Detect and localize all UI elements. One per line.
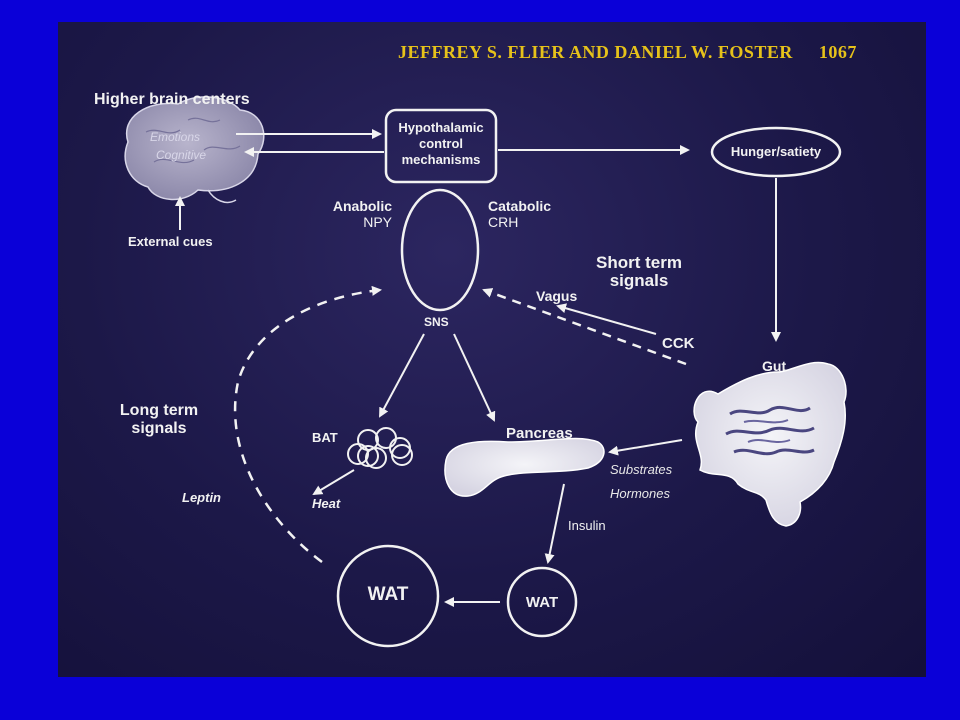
gut-label: Gut xyxy=(762,358,787,374)
header-page-number: 1067 xyxy=(818,42,857,62)
short-term-line-1: Short term xyxy=(596,253,682,272)
crh-label: CRH xyxy=(488,214,519,230)
bat-label: BAT xyxy=(312,430,338,445)
pancreas-label: Pancreas xyxy=(506,425,573,442)
arrow-sns-to-pancreas xyxy=(453,333,496,422)
hunger-satiety-label: Hunger/satiety xyxy=(730,144,822,159)
short-term-signals-label: Short term signals xyxy=(594,254,684,290)
diagram-slide: JEFFREY S. FLIER AND DANIEL W. FOSTER 106… xyxy=(58,22,926,677)
arrow-gut-to-pancreas xyxy=(608,439,683,456)
leptin-label: Leptin xyxy=(182,490,221,505)
arrow-pancreas-to-wat xyxy=(544,483,565,564)
hypothalamic-label: Hypothalamic control mechanisms xyxy=(386,120,496,168)
arrow-cck-dashed xyxy=(482,288,687,366)
substrates-label: Substrates xyxy=(610,462,673,477)
long-term-signals-label: Long term signals xyxy=(104,402,214,438)
header-authors: JEFFREY S. FLIER AND DANIEL W. FOSTER xyxy=(398,42,793,62)
hypothalamic-line-3: mechanisms xyxy=(401,152,481,167)
hypothalamic-box xyxy=(384,108,498,184)
higher-brain-centers-label: Higher brain centers xyxy=(94,91,250,108)
vagus-label: Vagus xyxy=(536,288,578,304)
cck-label: CCK xyxy=(662,335,695,352)
brain-emotions-label: Emotions xyxy=(150,130,201,144)
external-cues-label: External cues xyxy=(128,234,213,249)
arrow-bat-to-heat xyxy=(312,469,355,496)
hypothalamus-ellipse xyxy=(400,188,480,312)
arrow-cck-to-vagus xyxy=(556,303,657,335)
heat-label: Heat xyxy=(312,496,341,511)
wat-small-label: WAT xyxy=(525,594,559,611)
hormones-label: Hormones xyxy=(610,486,670,501)
insulin-label: Insulin xyxy=(568,518,606,533)
diagram-graphics xyxy=(124,96,847,648)
hypothalamic-line-1: Hypothalamic xyxy=(398,120,484,135)
npy-label: NPY xyxy=(363,214,392,230)
pancreas-icon xyxy=(444,437,605,497)
wat-small-circle xyxy=(506,566,578,638)
arrow-leptin-dashed xyxy=(233,285,382,564)
wat-large-label: WAT xyxy=(367,584,409,605)
brain-folds xyxy=(145,117,241,164)
hypothalamic-line-2: control xyxy=(418,136,464,151)
arrow-sns-to-bat xyxy=(379,333,425,418)
bat-cells xyxy=(347,427,413,469)
brain-cognitive-label: Cognitive xyxy=(156,148,207,162)
wat-large-circle xyxy=(336,544,440,648)
long-term-line-1: Long term xyxy=(119,402,199,419)
gut-icon xyxy=(693,361,847,527)
brain-icon xyxy=(124,96,265,201)
header: JEFFREY S. FLIER AND DANIEL W. FOSTER 106… xyxy=(398,42,857,63)
short-term-line-2: signals xyxy=(609,271,669,290)
hunger-satiety-ellipse xyxy=(710,126,842,178)
anabolic-label: Anabolic xyxy=(332,198,392,214)
brain-stem xyxy=(207,189,237,204)
long-term-line-2: signals xyxy=(131,420,187,437)
catabolic-label: Catabolic xyxy=(488,198,552,214)
sns-label: SNS xyxy=(424,315,449,329)
